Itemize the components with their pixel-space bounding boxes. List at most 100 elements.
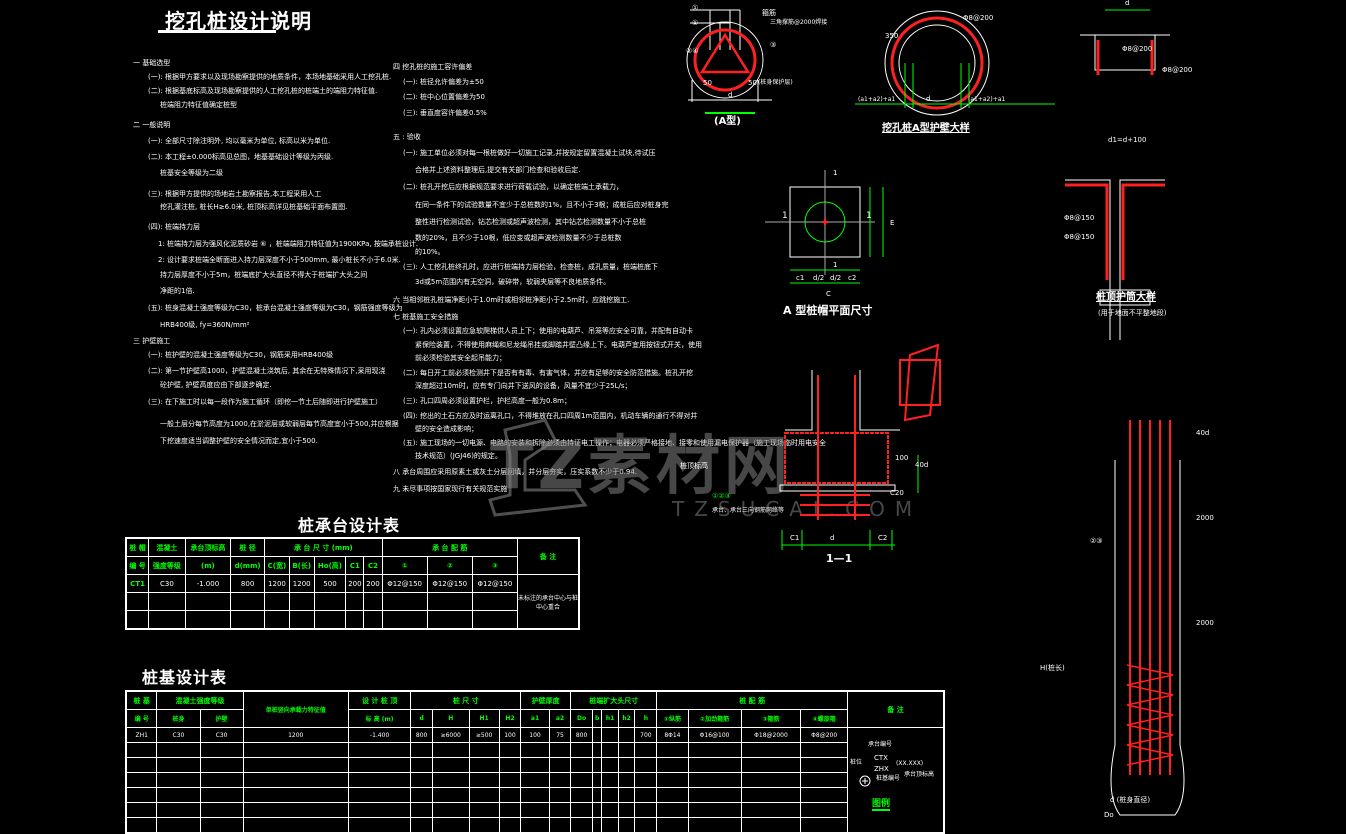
pile-cell — [242, 817, 349, 834]
pile-cell — [740, 787, 802, 803]
cap-cell — [381, 592, 428, 611]
cap-th: C2 — [363, 556, 383, 575]
cap-cell: 1200 — [288, 574, 315, 593]
pile-cell — [156, 802, 201, 818]
pile-th: 桩身 — [156, 709, 201, 728]
cap-cell: 200 — [345, 574, 365, 593]
pile-cell — [125, 772, 158, 788]
top-guard-drawing — [1065, 179, 1165, 340]
note-line: (一): 孔内必须设置应急软爬梯供人员上下；使用的电葫芦、吊笼等应安全可靠，并配… — [403, 327, 694, 335]
pile-cell — [591, 802, 603, 818]
dim-d2-a: d/2 — [813, 274, 825, 282]
title-underline — [158, 30, 276, 33]
pile-cell — [800, 772, 848, 788]
pile-cell — [591, 727, 603, 743]
cap-cell: C30 — [148, 574, 186, 593]
pile-cell — [242, 757, 349, 773]
label-cap-rebar-net: 承台、承台三向钢筋网络等 — [712, 507, 785, 514]
legend-ctx: CTX — [874, 754, 888, 762]
dim-50-right: 50 — [748, 79, 757, 87]
callout-2-4: ②④ — [686, 47, 699, 55]
pile-cell: 1200 — [242, 727, 349, 743]
pile-cell — [199, 742, 244, 758]
pile-cell — [548, 742, 572, 758]
note-line: 1: 桩端持力层为强风化泥质砂岩 ⑥ ，桩端端阻力特征值为1900KPa, 按端… — [158, 240, 419, 248]
note-line: (五): 施工现场的一切电源、电路的安装和拆除必须由持证电工操作；电器必须严格接… — [403, 439, 827, 447]
cap-cell — [264, 592, 290, 611]
pile-cell — [656, 787, 689, 803]
pile-cell — [800, 817, 848, 834]
note-line: (二): 每日开工前必须检测井下是否有有毒、有害气体，并应有足够的安全防范措施。… — [403, 369, 694, 377]
cap-th: C1 — [345, 556, 365, 575]
top-guard-title: 桩顶护筒大样 — [1096, 292, 1156, 303]
note-line: 挖孔灌注桩, 桩长H≥6.0米, 桩顶标高详见桩基础平面布置图. — [160, 203, 348, 211]
pile-th: d — [410, 709, 433, 728]
pile-cell — [617, 787, 636, 803]
cap-cell — [288, 592, 315, 611]
pile-cell — [591, 757, 603, 773]
pile-cell: ≥500 — [468, 727, 500, 743]
section-mark-right: 1 — [866, 211, 872, 221]
cap-cell — [426, 610, 473, 630]
pile-cell — [498, 757, 522, 773]
pile-cell — [634, 772, 658, 788]
elev-dim-Do: Do — [1104, 811, 1114, 819]
pile-th: 混凝土强度等级 — [156, 690, 244, 710]
pile-th: 标 高 (m) — [347, 709, 412, 728]
cap-cell — [363, 610, 383, 630]
callout-3: ③ — [770, 41, 777, 49]
a-type-section-drawing — [686, 9, 772, 114]
pile-cell — [410, 787, 433, 803]
note-line: (三): 垂直度容许偏差0.5% — [403, 109, 487, 117]
pile-cell — [242, 742, 349, 758]
cap-cell — [471, 592, 519, 611]
cap-table-row — [125, 610, 579, 630]
pile-cell — [125, 787, 158, 803]
note-line: (五): 桩身混凝土强度等级为C30，桩承台混凝土强度等级为C30，钢筋强度等级… — [148, 304, 403, 312]
callout-1: ① — [692, 4, 699, 12]
pile-cell — [156, 742, 201, 758]
dim-c2: c2 — [848, 274, 857, 282]
cap-th: 桩 帽 — [125, 537, 150, 557]
pile-table-row — [125, 742, 944, 758]
pile-cell: Φ18@2000 — [740, 727, 802, 743]
cap-th: B(长) — [288, 556, 315, 575]
cap-th: (m) — [184, 556, 232, 575]
pile-cell — [687, 742, 742, 758]
pile-cell — [498, 817, 522, 834]
cap-table-title: 桩承台设计表 — [298, 516, 401, 535]
pile-cell — [656, 742, 689, 758]
cap-cell — [230, 592, 266, 611]
pile-cell — [601, 772, 619, 788]
pile-th: H2 — [498, 709, 522, 728]
note-line: (三): 人工挖孔桩终孔时，应进行桩端持力层检验，检查桩，成孔质量，桩端桩底下 — [403, 263, 659, 271]
wall-detail-title: 挖孔桩A型护壁大样 — [882, 123, 970, 134]
top-rebar-label-2: Φ8@200 — [1162, 66, 1193, 74]
pile-cell — [347, 787, 412, 803]
pile-cap-plan-drawing — [765, 170, 884, 284]
pile-th: h — [634, 709, 658, 728]
note-line: 七 桩基施工安全措施 — [393, 313, 459, 321]
cap-cell — [148, 610, 186, 630]
dim-50-left: 50 — [703, 79, 712, 87]
pile-cell — [431, 772, 470, 788]
pile-cell — [347, 772, 412, 788]
cap-cell — [230, 610, 266, 630]
pile-cell — [601, 802, 619, 818]
cap-cell: CT1 — [125, 574, 150, 593]
pile-position-icon — [859, 775, 871, 787]
guard-rebar-1: Φ8@150 — [1064, 214, 1095, 222]
pile-cell — [548, 787, 572, 803]
pile-cell: ZH1 — [125, 727, 158, 743]
note-line: 深度超过10m时，应有专门向井下送风的设备，风量不宜少于25L/s； — [415, 382, 632, 390]
pile-cell: 700 — [634, 727, 658, 743]
pile-cell — [617, 727, 636, 743]
cap-cell — [264, 610, 290, 630]
section-1-1-drawing — [779, 343, 941, 550]
section-title: 1—1 — [826, 552, 853, 565]
note-line: 三 护壁施工 — [133, 337, 171, 345]
note-line: 净距的1倍. — [160, 287, 195, 295]
pile-cell — [156, 817, 201, 834]
pile-cell — [601, 757, 619, 773]
